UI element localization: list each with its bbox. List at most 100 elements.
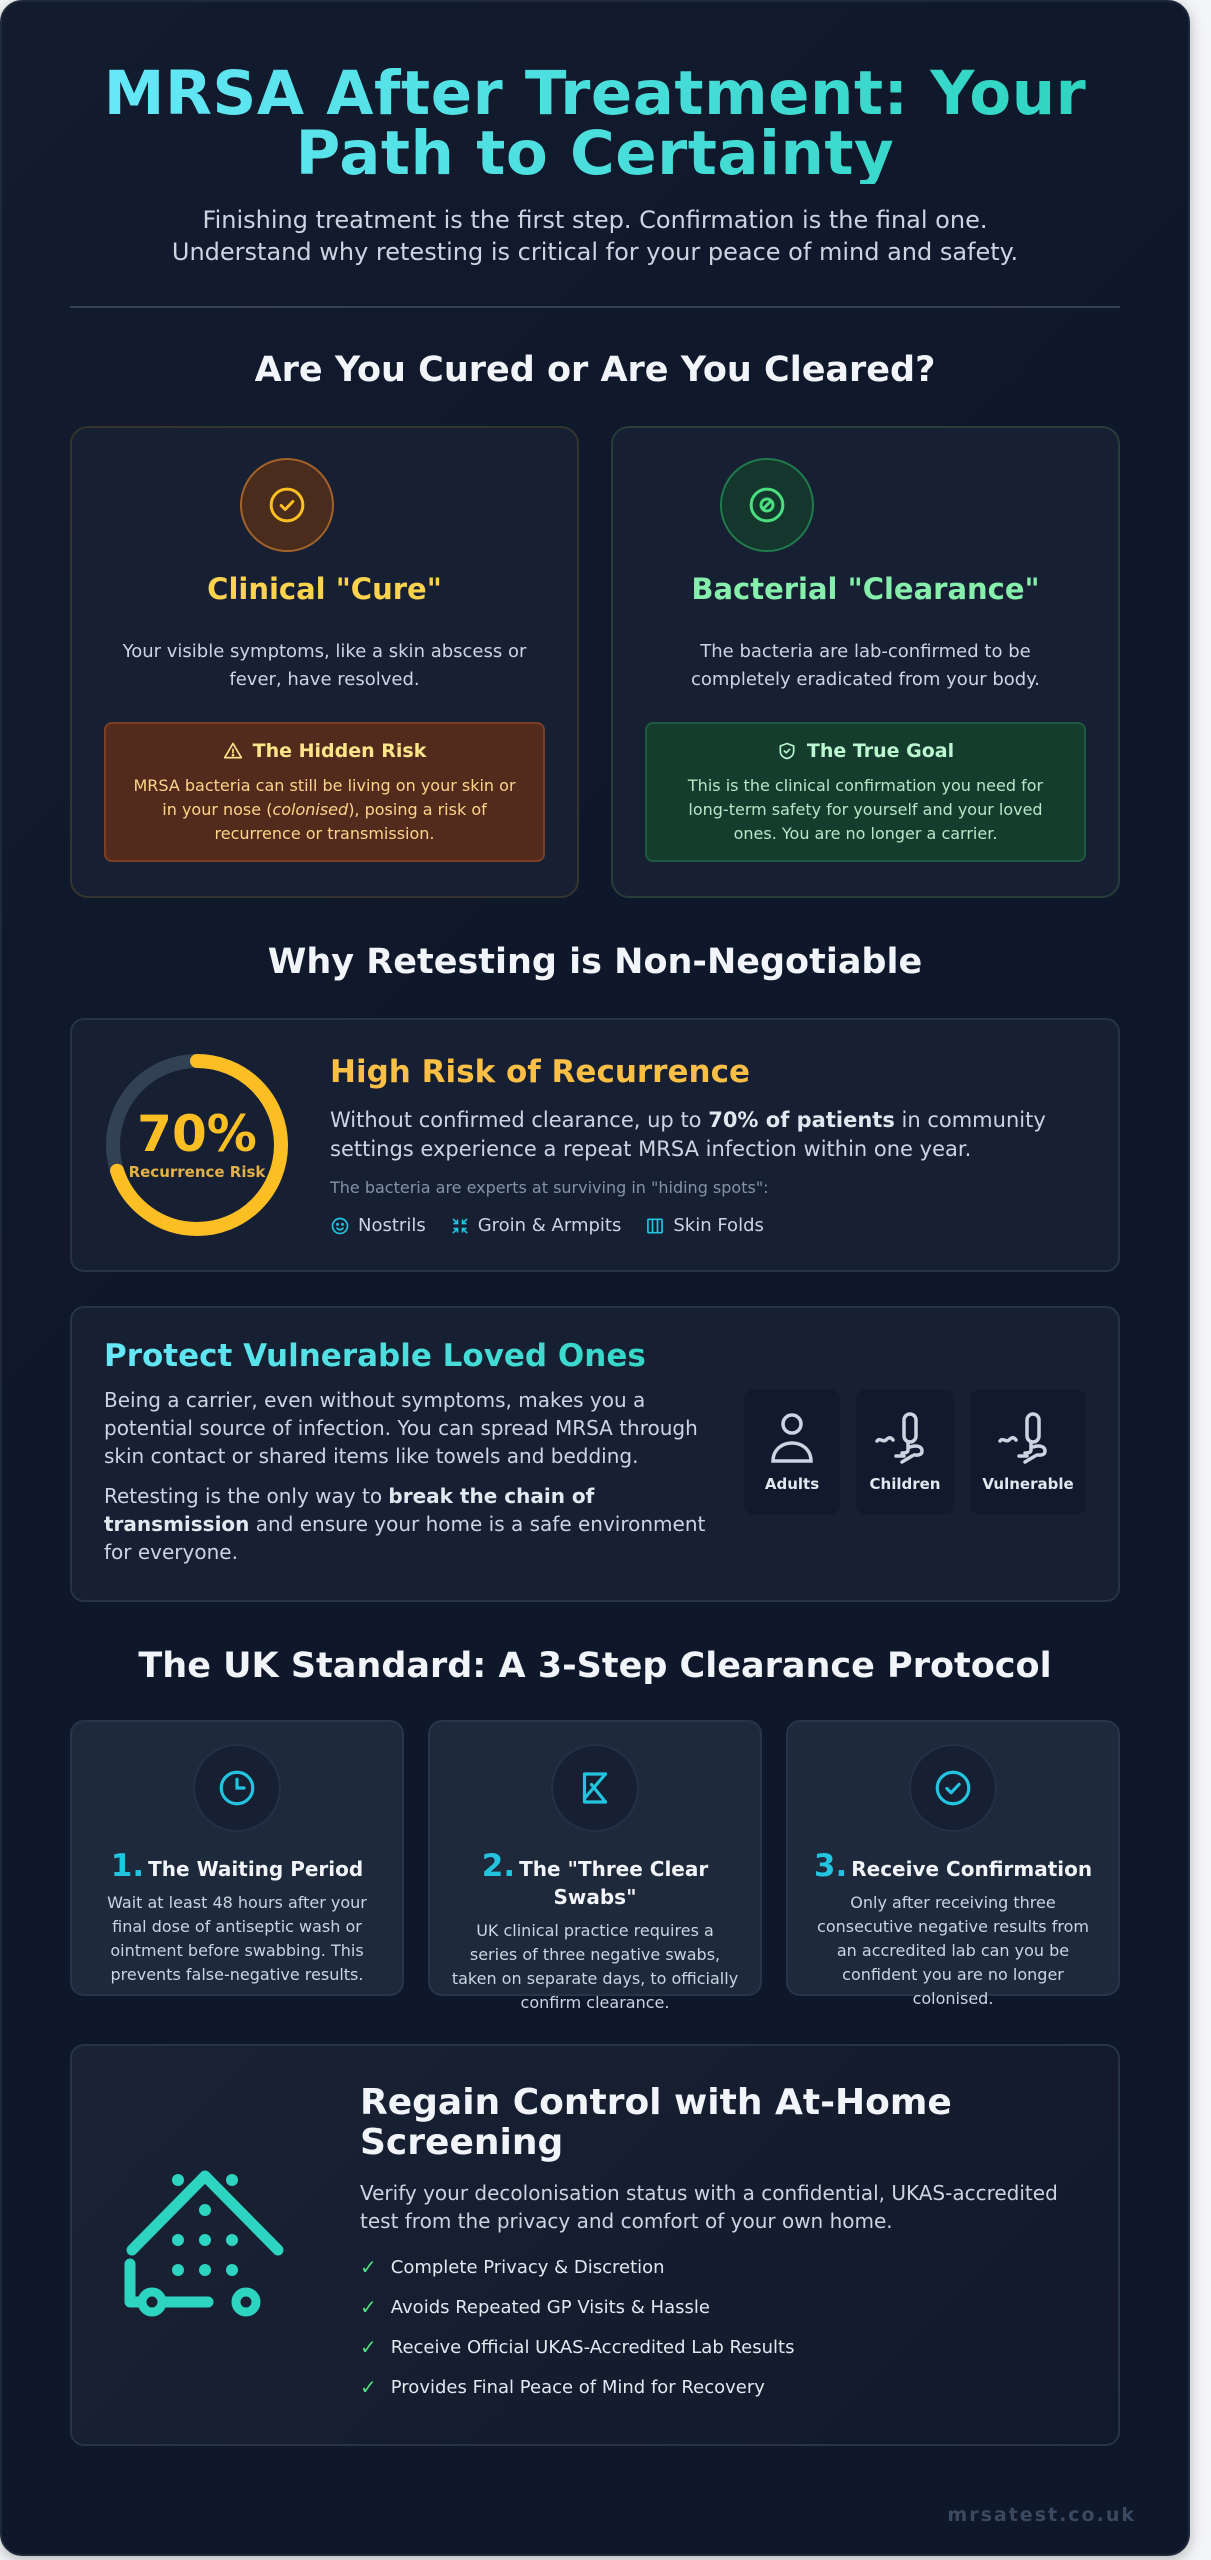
benefit-label: Receive Official UKAS-Accredited Lab Res… xyxy=(390,2336,795,2358)
benefit-item: ✓ Provides Final Peace of Mind for Recove… xyxy=(360,2367,1078,2407)
step-number: 3. xyxy=(813,1848,848,1884)
donut-labels: 70% Recurrence Risk xyxy=(102,1050,292,1240)
recurrence-content: High Risk of Recurrence Without confirme… xyxy=(330,1054,1088,1236)
step-number: 2. xyxy=(481,1848,516,1884)
bacterial-clearance-card: Bacterial "Clearance" The bacteria are l… xyxy=(611,426,1120,898)
step-receive-confirmation: 3.Receive Confirmation Only after receiv… xyxy=(786,1720,1120,2008)
hidden-risk-text: MRSA bacteria can still be living on you… xyxy=(130,774,519,846)
protect-paragraph-2: Retesting is the only way to break the c… xyxy=(104,1482,724,1566)
home-test-icon xyxy=(120,2168,290,2322)
step-three-clear-swabs: 2.The "Three Clear Swabs" UK clinical pr… xyxy=(428,1720,762,2012)
recurrence-donut-chart: 70% Recurrence Risk xyxy=(102,1050,292,1240)
bacterial-clearance-heading: Bacterial "Clearance" xyxy=(691,572,1040,606)
true-goal-box: The True Goal This is the clinical confi… xyxy=(645,722,1086,862)
step-title: 1.The Waiting Period xyxy=(92,1851,382,1883)
hidden-risk-label: The Hidden Risk xyxy=(252,740,427,762)
recurrence-risk-label: Recurrence Risk xyxy=(128,1163,266,1181)
step-text: Wait at least 48 hours after your final … xyxy=(107,1893,367,1984)
spot-skin-folds: Skin Folds xyxy=(645,1215,764,1236)
clock-icon xyxy=(193,1744,281,1832)
comparison-cards: Clinical "Cure" Your visible symptoms, l… xyxy=(70,426,1120,898)
baby-icon xyxy=(998,1412,1047,1464)
group-label: Adults xyxy=(764,1475,820,1493)
cta-text: Verify your decolonisation status with a… xyxy=(360,2181,1058,2233)
step-title: 2.The "Three Clear Swabs" xyxy=(450,1851,740,1911)
step-title-text: The "Three Clear Swabs" xyxy=(519,1857,709,1909)
protect-p2-1: Retesting is the only way to xyxy=(104,1484,389,1508)
checkmark-icon: ✓ xyxy=(360,2335,377,2359)
baby-icon xyxy=(875,1412,924,1464)
section-title-uk-standard: The UK Standard: A 3-Step Clearance Prot… xyxy=(138,1646,1052,1686)
step-number: 1. xyxy=(110,1848,145,1884)
check-circle-icon xyxy=(909,1744,997,1832)
checkmark-icon: ✓ xyxy=(360,2375,377,2399)
section-title-cured-or-cleared: Are You Cured or Are You Cleared? xyxy=(254,350,936,390)
benefit-item: ✓Avoids Repeated GP Visits & Hassle xyxy=(360,2287,1078,2327)
subtitle-line-1: Finishing treatment is the first step. C… xyxy=(202,206,988,234)
colonised-term: colonised xyxy=(272,800,349,819)
recurrence-stat: 70% of patients xyxy=(708,1108,895,1132)
header: MRSA After Treatment: Your Path to Certa… xyxy=(70,2,1120,308)
footer-site-link[interactable]: mrsatest.co.uk xyxy=(947,2504,1136,2526)
benefit-label: Complete Privacy & Discretion xyxy=(390,2256,665,2278)
recurrence-text-1: Without confirmed clearance, up to xyxy=(330,1108,709,1132)
recurrence-title: High Risk of Recurrence xyxy=(330,1054,750,1090)
benefit-item: ✓ Receive Official UKAS-Accredited Lab Re… xyxy=(360,2327,1078,2367)
title-line-2: Path to Certainty xyxy=(295,118,895,189)
cta-content: Regain Control with At-Home Screening Ve… xyxy=(360,2083,1078,2407)
at-home-screening-panel: Regain Control with At-Home Screening Ve… xyxy=(70,2044,1120,2446)
hiding-spots-list: Nostrils Groin & Armpits Skin Folds xyxy=(330,1215,1088,1236)
header-divider xyxy=(70,306,1120,308)
recurrence-panel: 70% Recurrence Risk High Risk of Recurre… xyxy=(70,1018,1120,1272)
benefits-list: ✓Complete Privacy & Discretion ✓Avoids R… xyxy=(360,2247,1078,2407)
check-circle-icon xyxy=(240,458,334,552)
recurrence-text-2: in community settings experience a repea… xyxy=(330,1108,1046,1161)
step-title-text: Receive Confirmation xyxy=(851,1857,1093,1881)
no-bacteria-icon xyxy=(720,458,814,552)
protect-title: Protect Vulnerable Loved Ones xyxy=(104,1338,724,1374)
shield-check-icon xyxy=(779,742,795,760)
hidden-risk-text-1: MRSA bacteria can still be living on you… xyxy=(133,776,516,819)
recurrence-percent: 70% xyxy=(137,1105,257,1163)
spot-label: Nostrils xyxy=(358,1215,426,1236)
hidden-risk-box: The Hidden Risk MRSA bacteria can still … xyxy=(104,722,545,862)
hidden-risk-title: The Hidden Risk xyxy=(130,740,519,762)
smile-face-icon xyxy=(331,1217,349,1234)
step-text: Only after receiving three consecutive n… xyxy=(817,1893,1089,2008)
recurrence-text: Without confirmed clearance, up to 70% o… xyxy=(330,1106,1088,1164)
clinical-cure-text: Your visible symptoms, like a skin absce… xyxy=(122,641,527,690)
step-text: UK clinical practice requires a series o… xyxy=(451,1921,739,2012)
clinical-cure-heading: Clinical "Cure" xyxy=(207,572,442,606)
protect-p2-bold: break the chain of transmission xyxy=(104,1484,595,1536)
bacterial-clearance-text: The bacteria are lab-confirmed to be com… xyxy=(690,641,1041,690)
group-vulnerable: Vulnerable xyxy=(970,1390,1086,1514)
step-waiting-period: 1.The Waiting Period Wait at least 48 ho… xyxy=(70,1720,404,1996)
step-title: 3.Receive Confirmation xyxy=(808,1851,1098,1883)
group-children: Children xyxy=(856,1390,954,1514)
section-title-why-retesting: Why Retesting is Non-Negotiable xyxy=(267,942,923,982)
protect-p2-2: and ensure your home is a safe environme… xyxy=(104,1512,706,1564)
spot-nostrils: Nostrils xyxy=(330,1215,426,1236)
spot-groin-armpits: Groin & Armpits xyxy=(450,1215,621,1236)
true-goal-label: The True Goal xyxy=(806,740,955,762)
shrink-arrows-icon xyxy=(452,1218,468,1233)
page-title: MRSA After Treatment: Your Path to Certa… xyxy=(70,64,1120,184)
spot-label: Skin Folds xyxy=(673,1215,764,1236)
warning-triangle-icon xyxy=(223,742,242,759)
user-icon xyxy=(771,1413,813,1463)
protocol-steps: 1.The Waiting Period Wait at least 48 ho… xyxy=(70,1720,1120,2012)
protect-loved-ones-panel: Protect Vulnerable Loved Ones Being a ca… xyxy=(70,1306,1120,1602)
true-goal-text: This is the clinical confirmation you ne… xyxy=(687,776,1044,843)
hiding-spots-note: The bacteria are experts at surviving in… xyxy=(330,1178,769,1197)
people-groups: Adults Children Vulnerable xyxy=(744,1390,1086,1570)
subtitle-line-2: Understand why retesting is critical for… xyxy=(171,238,1019,266)
cta-title: Regain Control with At-Home Screening xyxy=(360,2082,952,2163)
benefit-label: Provides Final Peace of Mind for Recover… xyxy=(390,2376,765,2398)
benefit-label: Avoids Repeated GP Visits & Hassle xyxy=(390,2296,710,2318)
protect-content: Protect Vulnerable Loved Ones Being a ca… xyxy=(104,1338,724,1570)
true-goal-title: The True Goal xyxy=(671,740,1060,762)
columns-icon xyxy=(647,1218,664,1233)
benefit-item: ✓ Complete Privacy & Discretion xyxy=(360,2247,1078,2287)
checkmark-icon: ✓ xyxy=(360,2255,377,2279)
